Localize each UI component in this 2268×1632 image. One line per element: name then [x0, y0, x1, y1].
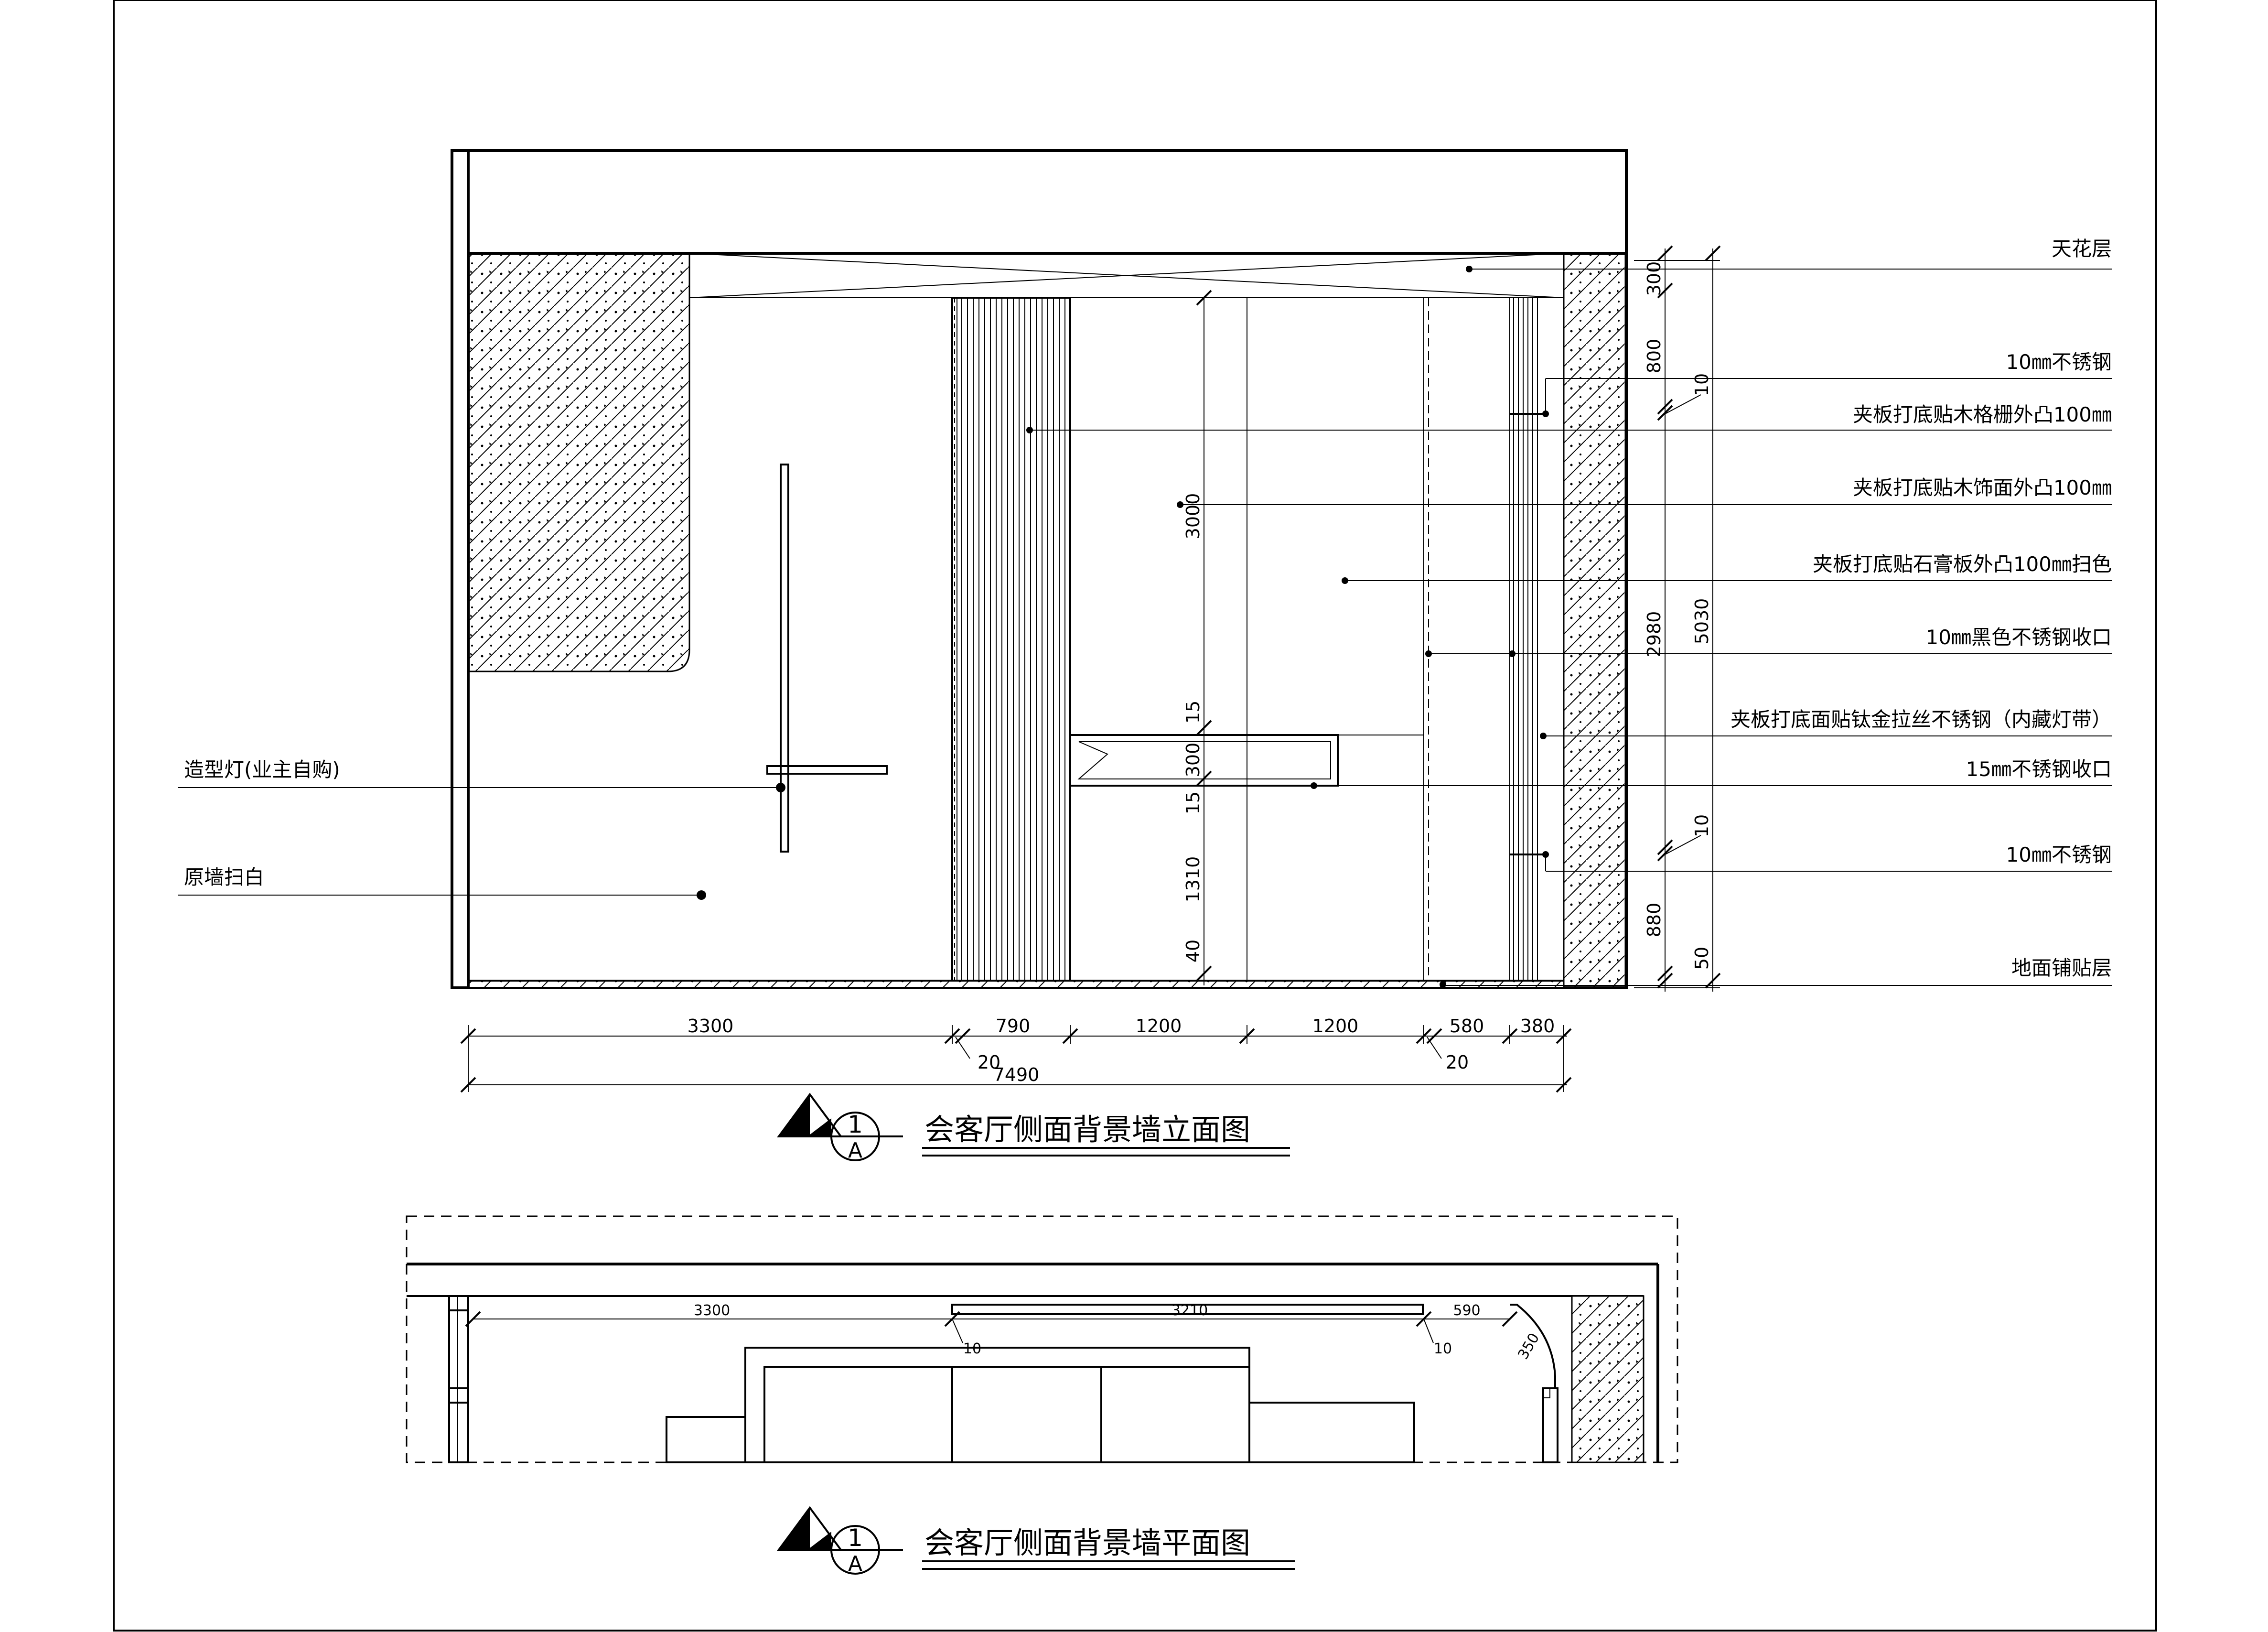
symbol-number-elev: 1 — [848, 1111, 863, 1138]
decorative-lamp — [766, 464, 888, 853]
dim-10-top: 10 — [1691, 373, 1712, 396]
dimension-bottom — [460, 1025, 1572, 1093]
label-original-wall: 原墙扫白 — [184, 865, 264, 889]
sheet-border — [113, 0, 2157, 1632]
label-wood-grille: 夹板打底贴木格栅外凸100㎜ — [1853, 403, 2112, 426]
dim-790: 790 — [996, 1016, 1031, 1037]
dim-580: 580 — [1450, 1016, 1484, 1037]
elevation-title-symbol — [777, 1092, 1290, 1161]
dimension-right — [1634, 245, 1721, 992]
symbol-number-plan: 1 — [848, 1524, 863, 1552]
left-wall-hatch — [468, 253, 690, 672]
symbol-letter-elev: A — [848, 1138, 862, 1163]
plan-title: 会客厅侧面背景墙平面图 — [924, 1525, 1250, 1560]
label-stainless-10mm-bottom: 10㎜不锈钢 — [2006, 843, 2112, 866]
label-black-stainless-trim: 10㎜黑色不锈钢收口 — [1926, 626, 2112, 649]
dim-15-bottom: 15 — [1182, 791, 1204, 814]
plan-sofa-left — [666, 1416, 746, 1463]
symbol-letter-plan: A — [848, 1552, 862, 1576]
plan-sofa-right — [1248, 1402, 1415, 1463]
dim-1200-a: 1200 — [1136, 1016, 1182, 1037]
dim-15-top: 15 — [1182, 701, 1204, 724]
label-ceiling-layer: 天花层 — [2052, 237, 2112, 260]
plan-dim-590: 590 — [1453, 1302, 1480, 1319]
label-titanium-stainless: 夹板打底面贴钛金拉丝不锈钢（内藏灯带） — [1731, 708, 2112, 731]
elevation-title: 会客厅侧面背景墙立面图 — [924, 1112, 1250, 1147]
plan-dim-350: 350 — [1515, 1330, 1543, 1362]
label-stainless-15mm-trim: 15㎜不锈钢收口 — [1966, 757, 2112, 781]
dim-20-left: 20 — [978, 1052, 1000, 1073]
dim-7490: 7490 — [993, 1064, 1040, 1085]
floor-layer — [469, 980, 1564, 988]
plan-dim-10-left: 10 — [963, 1340, 981, 1357]
leader-lines-right — [1026, 266, 2112, 988]
dim-3300: 3300 — [688, 1016, 734, 1037]
dim-50: 50 — [1691, 947, 1712, 970]
dim-300: 300 — [1644, 261, 1665, 296]
dim-5030: 5030 — [1691, 598, 1712, 645]
dim-800: 800 — [1644, 339, 1665, 374]
label-wood-veneer: 夹板打底贴木饰面外凸100㎜ — [1853, 476, 2112, 499]
plan-dim-10-right: 10 — [1434, 1340, 1452, 1357]
label-decorative-lamp: 造型灯(业主自购) — [184, 758, 340, 781]
plan-sofa-main — [744, 1347, 1250, 1463]
dim-3000: 3000 — [1182, 493, 1204, 540]
leader-lines-left — [178, 783, 785, 900]
dim-1310: 1310 — [1182, 856, 1204, 903]
wood-grille-panel — [951, 297, 1071, 982]
dim-880: 880 — [1644, 903, 1665, 938]
dim-10-bottom: 10 — [1691, 814, 1712, 837]
dim-40: 40 — [1182, 940, 1204, 962]
dim-380: 380 — [1520, 1016, 1555, 1037]
dim-1200-b: 1200 — [1312, 1016, 1359, 1037]
plan-dim-3210: 3210 — [1172, 1302, 1208, 1319]
label-stainless-10mm-top: 10㎜不锈钢 — [2006, 350, 2112, 374]
dim-20-right: 20 — [1446, 1052, 1469, 1073]
label-gypsum-board: 夹板打底贴石膏板外凸100㎜扫色 — [1813, 552, 2112, 576]
dim-300-shelf: 300 — [1182, 743, 1204, 778]
dim-2980: 2980 — [1644, 611, 1665, 658]
plan-dashed-boundary — [406, 1215, 1678, 1463]
dimension-center — [1196, 290, 1212, 985]
plan-dim-3300: 3300 — [694, 1302, 730, 1319]
plan-view — [406, 1215, 1678, 1575]
plan-title-symbol — [777, 1506, 1295, 1575]
label-floor-layer: 地面铺贴层 — [2011, 956, 2112, 980]
elevation-view — [178, 149, 2112, 1161]
right-wall-hatch — [1563, 253, 1626, 988]
